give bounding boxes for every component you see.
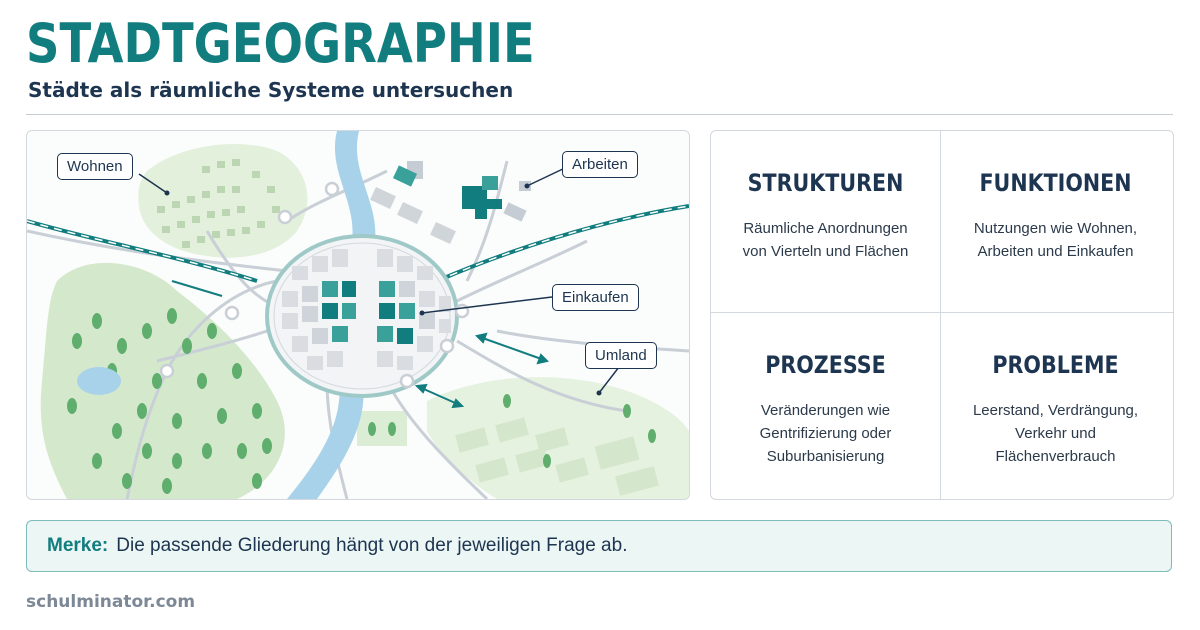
topic-title: STRUKTUREN bbox=[747, 169, 904, 197]
forest-trees bbox=[67, 308, 656, 494]
city-map-svg bbox=[27, 131, 689, 499]
lake bbox=[77, 367, 121, 395]
roundabouts bbox=[159, 181, 470, 389]
merke-label: Merke: bbox=[47, 535, 109, 556]
railway-right-dash bbox=[436, 205, 689, 282]
callout-arbeiten: Arbeiten bbox=[562, 151, 638, 178]
topic-cell-prozesse: PROZESSE Veränderungen wie Gentrifizieru… bbox=[711, 313, 940, 494]
callout-leader-dots bbox=[164, 183, 602, 396]
topic-text: Veränderungen wie Gentrifizierung oder S… bbox=[759, 402, 892, 465]
city-center-blocks bbox=[282, 249, 451, 370]
merke-box: Merke: Die passende Gliederung hängt von … bbox=[26, 520, 1172, 572]
umland-fields bbox=[455, 417, 659, 496]
industrial-area bbox=[370, 161, 531, 244]
header-divider bbox=[26, 114, 1173, 115]
residential-green-area bbox=[138, 143, 308, 258]
city-map-illustration: Wohnen Arbeiten Einkaufen Umland bbox=[26, 130, 690, 500]
grid-divider-vertical bbox=[940, 131, 941, 499]
topic-title: PROBLEME bbox=[992, 351, 1119, 379]
page-subtitle: Städte als räumliche Systeme untersuchen bbox=[28, 78, 514, 102]
ring-road-inner bbox=[273, 242, 451, 390]
footer-site: schulminator.com bbox=[26, 592, 196, 612]
callout-umland: Umland bbox=[585, 342, 657, 369]
residential-houses bbox=[157, 159, 280, 248]
river bbox=[287, 131, 376, 499]
callout-einkaufen: Einkaufen bbox=[552, 284, 639, 311]
movement-arrows bbox=[171, 280, 549, 409]
topic-text: Leerstand, Verdrängung, Verkehr und Fläc… bbox=[972, 402, 1139, 465]
topic-cell-probleme: PROBLEME Leerstand, Verdrängung, Verkehr… bbox=[941, 313, 1170, 494]
grid-divider-horizontal bbox=[711, 312, 1173, 313]
topic-title: FUNKTIONEN bbox=[979, 169, 1132, 197]
topic-cell-funktionen: FUNKTIONEN Nutzungen wie Wohnen, Arbeite… bbox=[941, 131, 1170, 312]
page-title: STADTGEOGRAPHIE bbox=[26, 12, 535, 75]
park-area bbox=[357, 411, 407, 446]
topic-cell-strukturen: STRUKTUREN Räumliche Anordnungen von Vie… bbox=[711, 131, 940, 312]
callout-wohnen: Wohnen bbox=[57, 153, 133, 180]
topic-title: PROZESSE bbox=[765, 351, 886, 379]
topic-text: Nutzungen wie Wohnen, Arbeiten und Einka… bbox=[973, 220, 1138, 260]
topic-text: Räumliche Anordnungen von Vierteln und F… bbox=[742, 220, 909, 260]
merke-text: Die passende Gliederung hängt von der je… bbox=[116, 535, 628, 556]
railway-left-dash bbox=[27, 220, 258, 282]
topics-grid: STRUKTUREN Räumliche Anordnungen von Vie… bbox=[710, 130, 1174, 500]
callout-leaders bbox=[138, 166, 620, 394]
railway-right bbox=[436, 204, 689, 283]
